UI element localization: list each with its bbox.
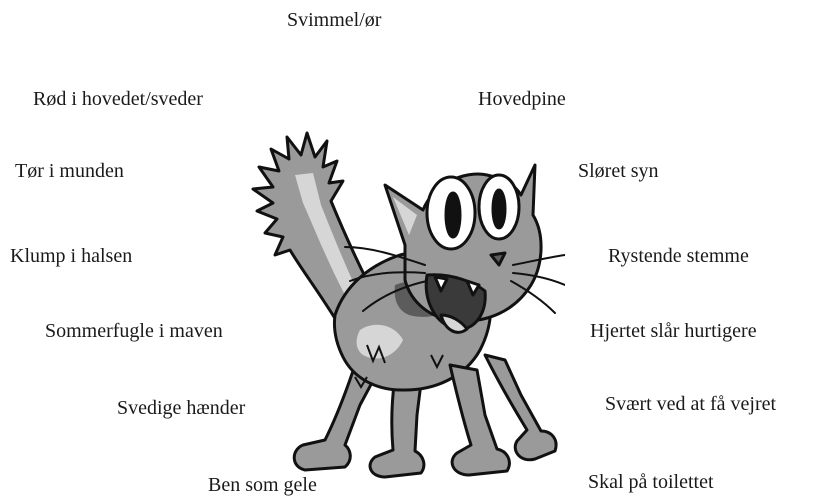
label-hard-breathing: Svært ved at få vejret <box>605 392 776 416</box>
label-dizzy: Svimmel/ør <box>287 8 381 32</box>
label-lump-throat: Klump i halsen <box>10 244 132 268</box>
label-blurred-vision: Sløret syn <box>578 159 659 183</box>
label-headache: Hovedpine <box>478 87 566 111</box>
label-heart-faster: Hjertet slår hurtigere <box>590 319 757 343</box>
label-toilet: Skal på toilettet <box>588 470 714 494</box>
label-shaky-voice: Rystende stemme <box>608 244 749 268</box>
cat-back-leg-right <box>370 377 424 477</box>
label-dry-mouth: Tør i munden <box>15 159 124 183</box>
scared-cat-icon <box>195 115 565 485</box>
label-red-sweating: Rød i hovedet/sveder <box>33 87 203 111</box>
